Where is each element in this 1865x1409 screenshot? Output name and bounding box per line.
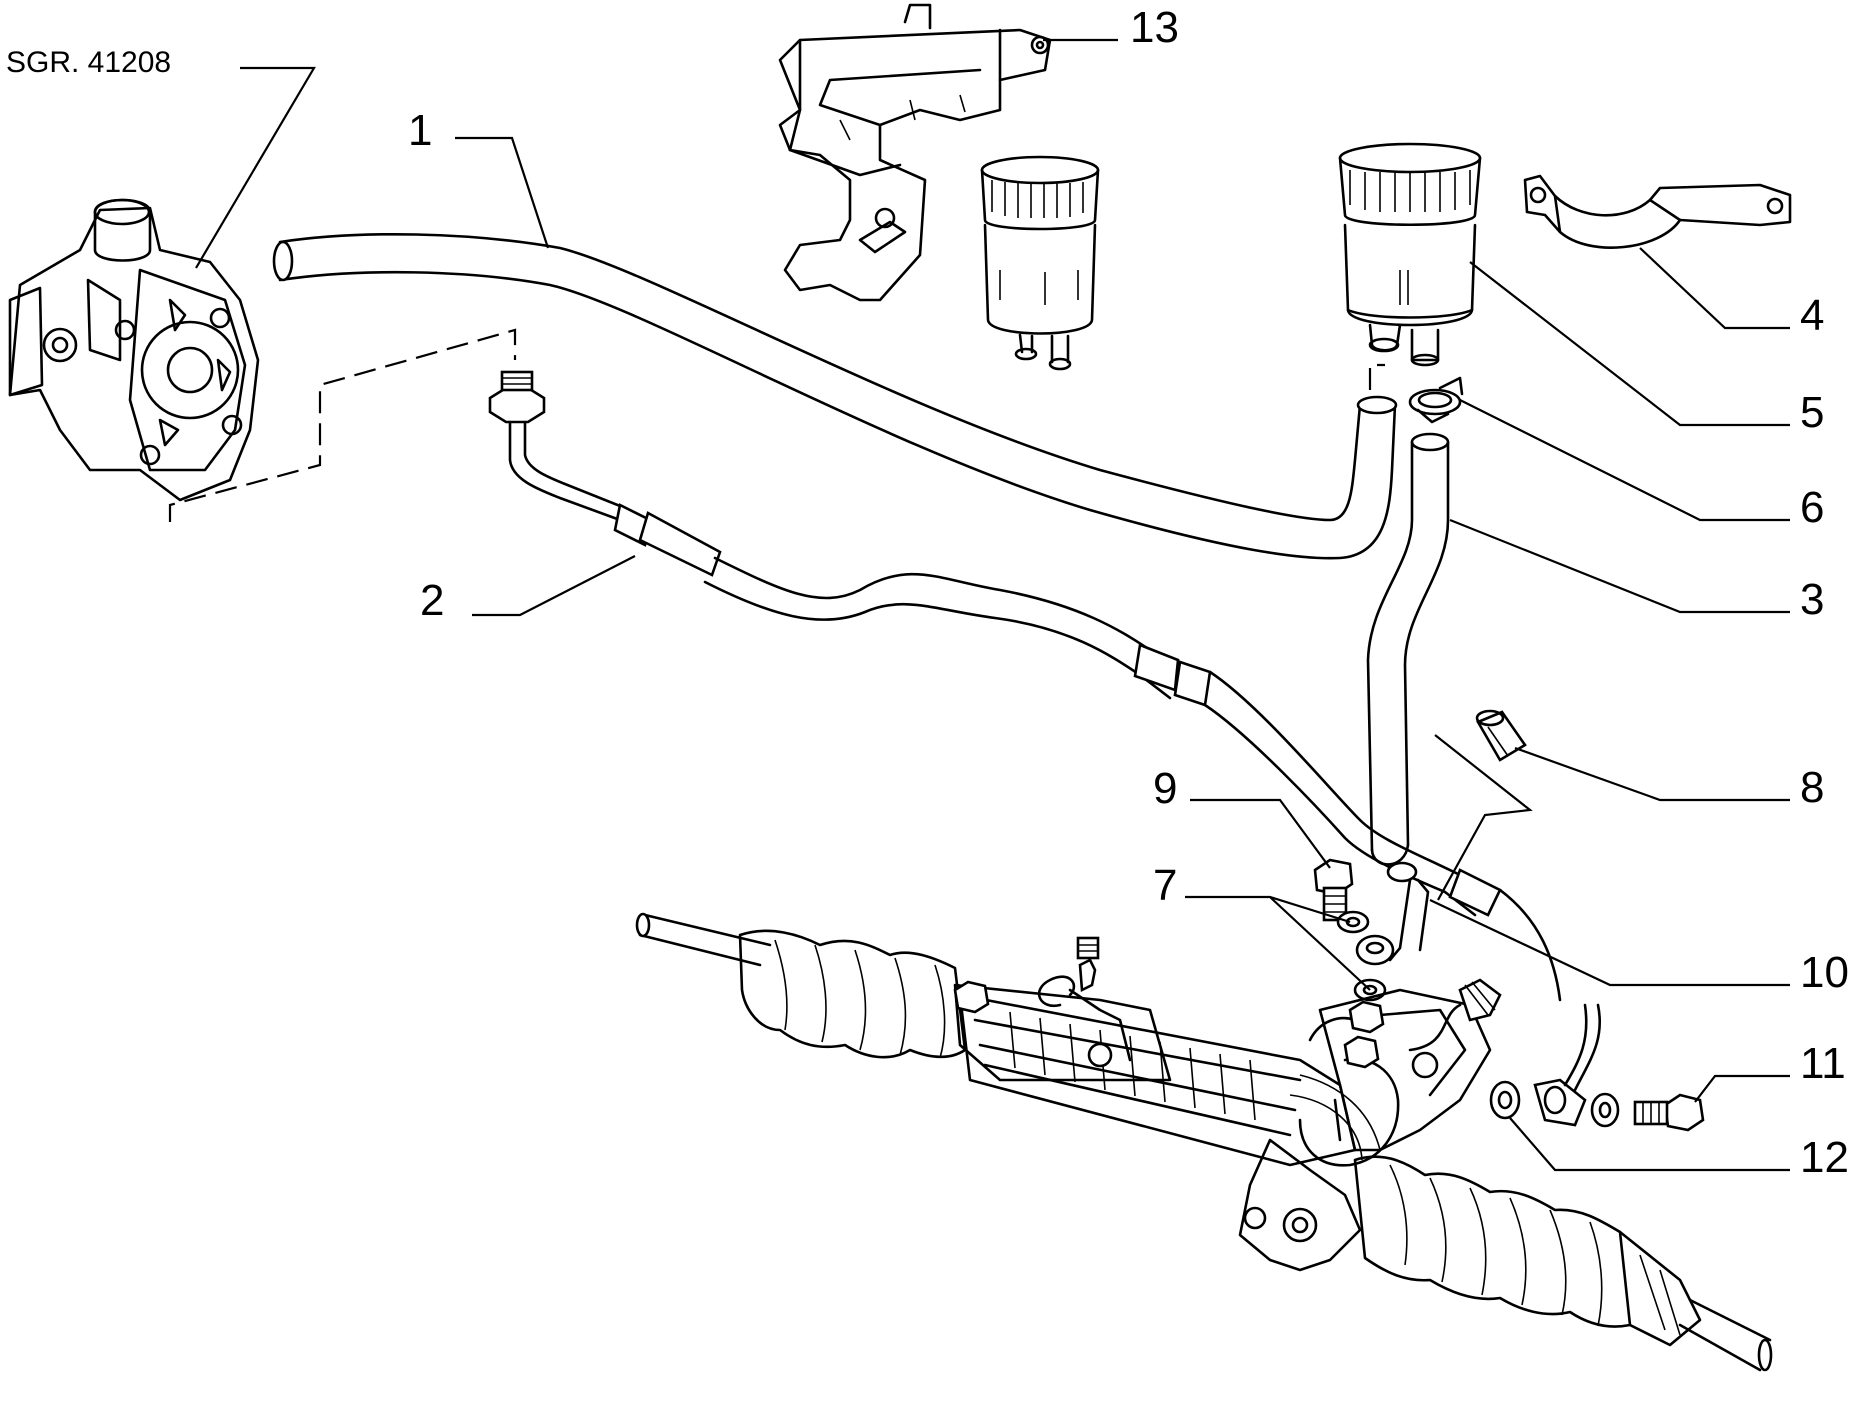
reservoir-alternate (980, 155, 1100, 371)
callout-1: 1 (408, 106, 432, 155)
leader-6 (1459, 399, 1790, 522)
part-12-washers (1489, 1003, 1620, 1128)
leader-2 (472, 555, 636, 617)
part-11-bolt (1633, 1093, 1705, 1132)
callout-13: 13 (1130, 3, 1179, 52)
part-8-union (1475, 709, 1527, 762)
leader-10-branch (1434, 734, 1533, 901)
part-2-pressure-line (488, 370, 1562, 1002)
callout-5: 5 (1800, 388, 1824, 437)
power-steering-pump (8, 198, 260, 502)
leader-8 (1514, 746, 1790, 802)
callout-7: 7 (1153, 861, 1177, 910)
leader-10 (1429, 899, 1790, 987)
part-10-feed-pipe (1386, 861, 1430, 962)
leader-1 (455, 136, 550, 249)
leader-3 (1449, 518, 1790, 614)
callout-9: 9 (1153, 764, 1177, 813)
leader-7b (1269, 896, 1371, 991)
callout-12: 12 (1800, 1133, 1849, 1182)
callout-3: 3 (1800, 575, 1824, 624)
steering-rack (635, 912, 1773, 1372)
drawing-reference: SGR. 41208 (6, 46, 171, 79)
part-6-hose-clip (1408, 376, 1464, 424)
leader-4 (1639, 247, 1790, 330)
leader-9 (1190, 798, 1331, 869)
connection-dash-hose1-reservoir (1368, 363, 1385, 390)
leader-5 (1469, 261, 1790, 427)
part-13-bracket (778, 3, 1052, 302)
callout-11: 11 (1800, 1039, 1846, 1088)
reference-leader (195, 66, 316, 269)
callout-8: 8 (1800, 763, 1824, 812)
part-1-return-hose (272, 232, 1398, 560)
callout-4: 4 (1800, 291, 1824, 340)
leader-11 (1694, 1074, 1790, 1103)
part-4-clamp (1523, 174, 1792, 249)
connection-dash-pump-line2 (168, 328, 517, 522)
part-5-reservoir (1338, 142, 1482, 367)
callout-6: 6 (1800, 483, 1824, 532)
callout-2: 2 (420, 576, 444, 625)
leader-12 (1509, 1117, 1790, 1172)
part-9-bolt (1313, 858, 1354, 922)
callout-10: 10 (1800, 948, 1849, 997)
part-3-supply-hose (1366, 432, 1450, 866)
